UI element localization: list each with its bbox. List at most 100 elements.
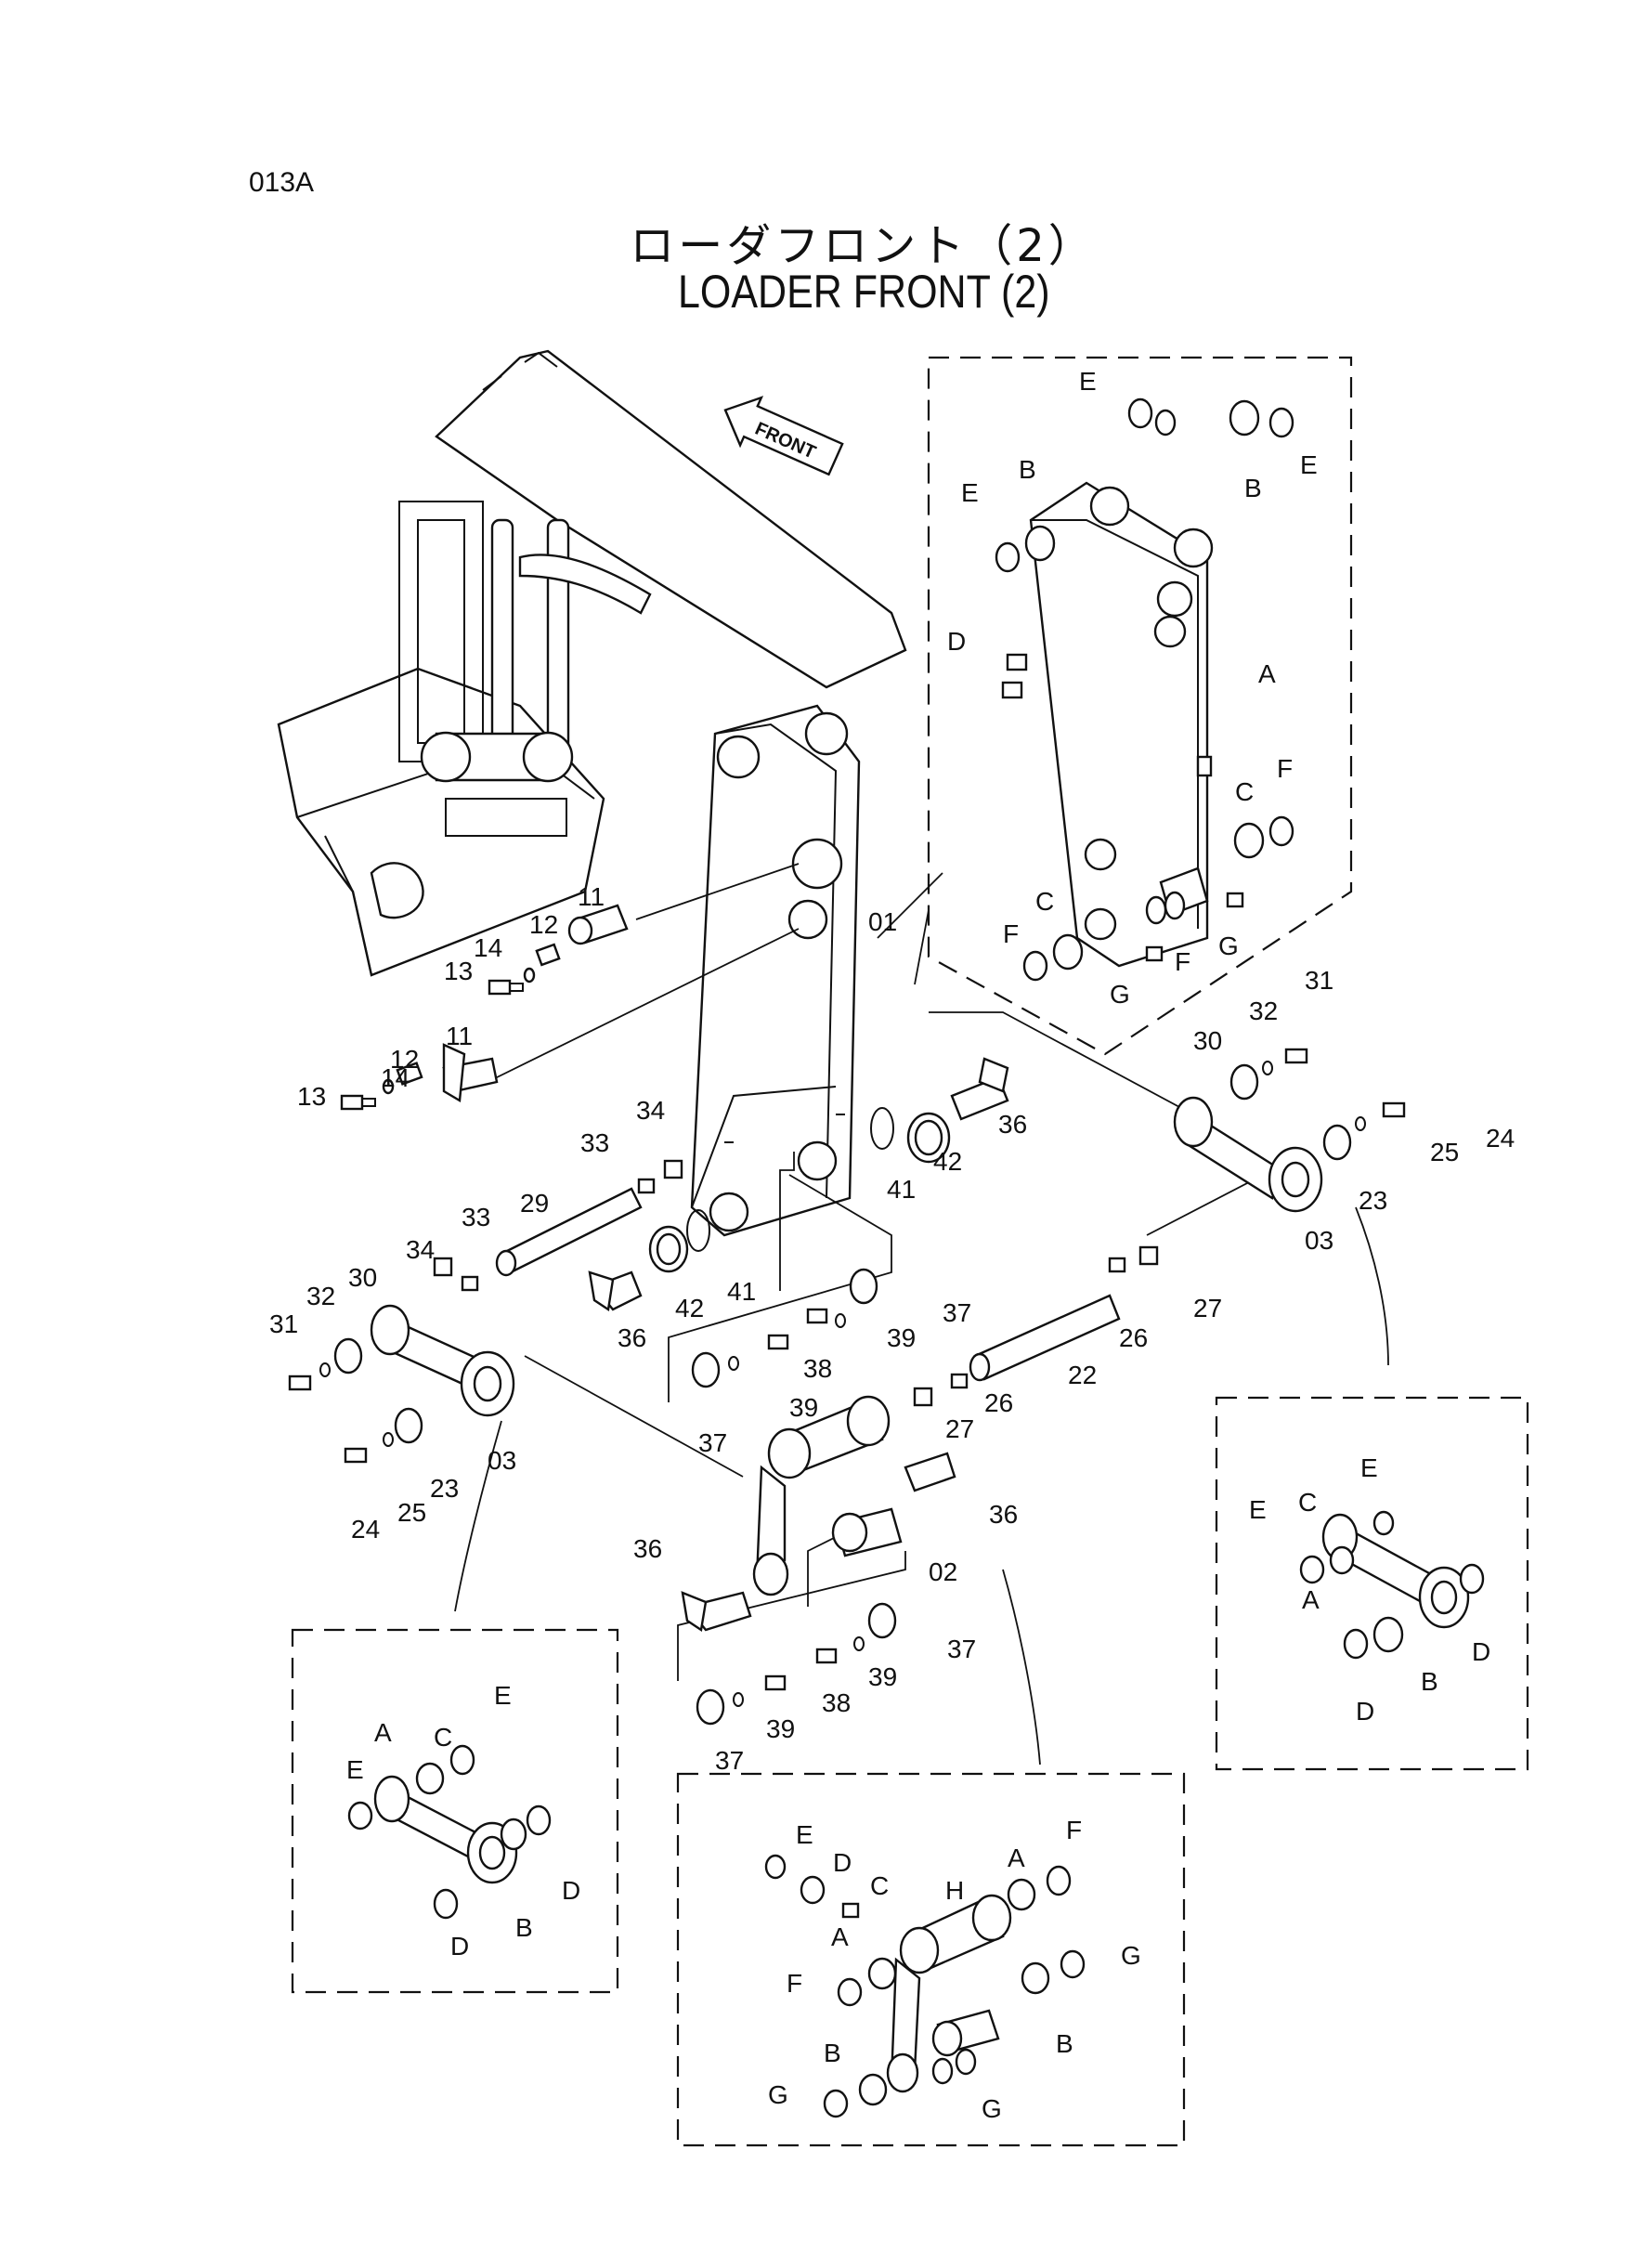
part-washer-30-left [333, 1337, 363, 1375]
callout-label: 25 [397, 1498, 426, 1527]
part-link-02 [752, 1395, 903, 1596]
callout-label: D [833, 1848, 852, 1877]
callout-label: A [374, 1718, 392, 1747]
part-pin-36-d [681, 1591, 752, 1633]
part-cap-34-a [663, 1159, 683, 1179]
callout-label: 34 [406, 1235, 435, 1264]
shim-group-upper [691, 1268, 878, 1388]
part-cap-34-b [433, 1257, 453, 1277]
page-code: 013A [249, 167, 315, 198]
callout-label: E [1360, 1453, 1378, 1482]
callout-label: 27 [945, 1414, 974, 1443]
callout-label: A [1008, 1844, 1025, 1872]
part-ring-41-b [686, 1209, 710, 1252]
callout-label: E [1249, 1495, 1267, 1524]
part-link-03-right [1173, 1096, 1323, 1213]
part-grease-33-a [637, 1178, 656, 1194]
callout-label: 33 [462, 1203, 490, 1231]
callout-label: A [1258, 659, 1276, 688]
callout-label: A [1302, 1585, 1320, 1614]
callout-label: 34 [636, 1096, 665, 1125]
part-ring-42-a [906, 1112, 951, 1164]
part-bolt-24-left [344, 1447, 368, 1464]
callout-label: F [787, 1969, 802, 1998]
callout-label: 14 [474, 933, 502, 962]
callout-label: 38 [803, 1354, 832, 1383]
callout-label: A [831, 1922, 849, 1951]
callout-label: 42 [675, 1294, 704, 1322]
part-plate-12-upper [535, 943, 561, 967]
part-pin-36-a [950, 1057, 1009, 1121]
part-plate-12-lower [396, 1062, 423, 1086]
callout-label: 32 [1249, 997, 1278, 1025]
callout-label: 39 [766, 1714, 795, 1743]
part-bolt-24-right [1382, 1101, 1406, 1118]
callout-label: F [1003, 919, 1019, 948]
callout-label: D [1356, 1697, 1374, 1726]
callout-label: B [1421, 1667, 1438, 1696]
callout-label: C [1035, 887, 1054, 916]
callout-label: 12 [529, 910, 558, 939]
callout-label: 24 [1486, 1124, 1515, 1153]
part-pin-11-lower [442, 1043, 499, 1102]
part-washer-25-left [383, 1432, 394, 1447]
callout-label: 31 [1305, 966, 1333, 995]
callout-label: 12 [390, 1045, 419, 1074]
callout-label: B [1244, 474, 1262, 502]
callout-label: E [1300, 450, 1318, 479]
loader-body-illustration [277, 349, 907, 977]
part-pin-22 [969, 1294, 1121, 1382]
callout-label: D [947, 627, 966, 656]
assembly-leader-lines [454, 863, 1389, 1765]
callout-label: 03 [1305, 1226, 1333, 1255]
callout-label: D [562, 1876, 580, 1905]
title-japanese: ローダフロント（2） [630, 220, 1097, 272]
part-pin-11-upper [567, 904, 629, 945]
detail-box-03-right [1215, 1396, 1529, 1771]
front-direction-arrow: FRONT [723, 396, 844, 476]
callout-label: B [1056, 2029, 1073, 2058]
part-pin-36-b [588, 1270, 643, 1312]
callout-label: 14 [381, 1063, 410, 1092]
callout-label: E [796, 1820, 813, 1849]
callout-label: G [1110, 980, 1130, 1009]
callout-label: E [961, 478, 979, 507]
part-washer-32-right [1262, 1061, 1273, 1075]
shim-group-lower [696, 1602, 897, 1726]
part-pin-29 [495, 1187, 643, 1277]
callout-label: E [346, 1755, 364, 1784]
callout-label: 23 [430, 1474, 459, 1503]
callout-label: B [1019, 455, 1036, 484]
part-bolt-31-left [288, 1375, 312, 1391]
callout-label: C [870, 1871, 889, 1900]
callout-label: 22 [1068, 1361, 1097, 1389]
part-washer-25-right [1355, 1116, 1366, 1131]
callout-label: G [1218, 932, 1239, 960]
callout-label: 37 [947, 1635, 976, 1663]
callout-label: 37 [943, 1298, 971, 1327]
part-washer-23-left [394, 1407, 423, 1444]
part-washer-14-lower [382, 1078, 395, 1095]
callout-label: F [1175, 947, 1190, 976]
callout-label: 25 [1430, 1138, 1459, 1166]
callout-label: 30 [1193, 1026, 1222, 1055]
callout-label: E [494, 1681, 512, 1710]
title-english: LOADER FRONT (2) [677, 266, 1050, 318]
part-grease-26-a [1108, 1257, 1126, 1273]
callout-label: 24 [351, 1515, 380, 1544]
part-cap-27-b [913, 1387, 933, 1407]
callout-label: 42 [933, 1147, 962, 1176]
callout-label: F [1066, 1816, 1082, 1844]
callout-label: C [434, 1723, 452, 1752]
callout-label: 37 [698, 1428, 727, 1457]
callout-label: 31 [269, 1309, 298, 1338]
part-washer-30-right [1229, 1063, 1259, 1101]
callout-label: 23 [1359, 1186, 1387, 1215]
part-link-03-left [370, 1304, 515, 1417]
part-ring-41-a [870, 1107, 894, 1150]
callout-label: 03 [488, 1446, 516, 1475]
detail-box-02-bottom [676, 1772, 1186, 2147]
callout-label: 36 [998, 1110, 1027, 1139]
